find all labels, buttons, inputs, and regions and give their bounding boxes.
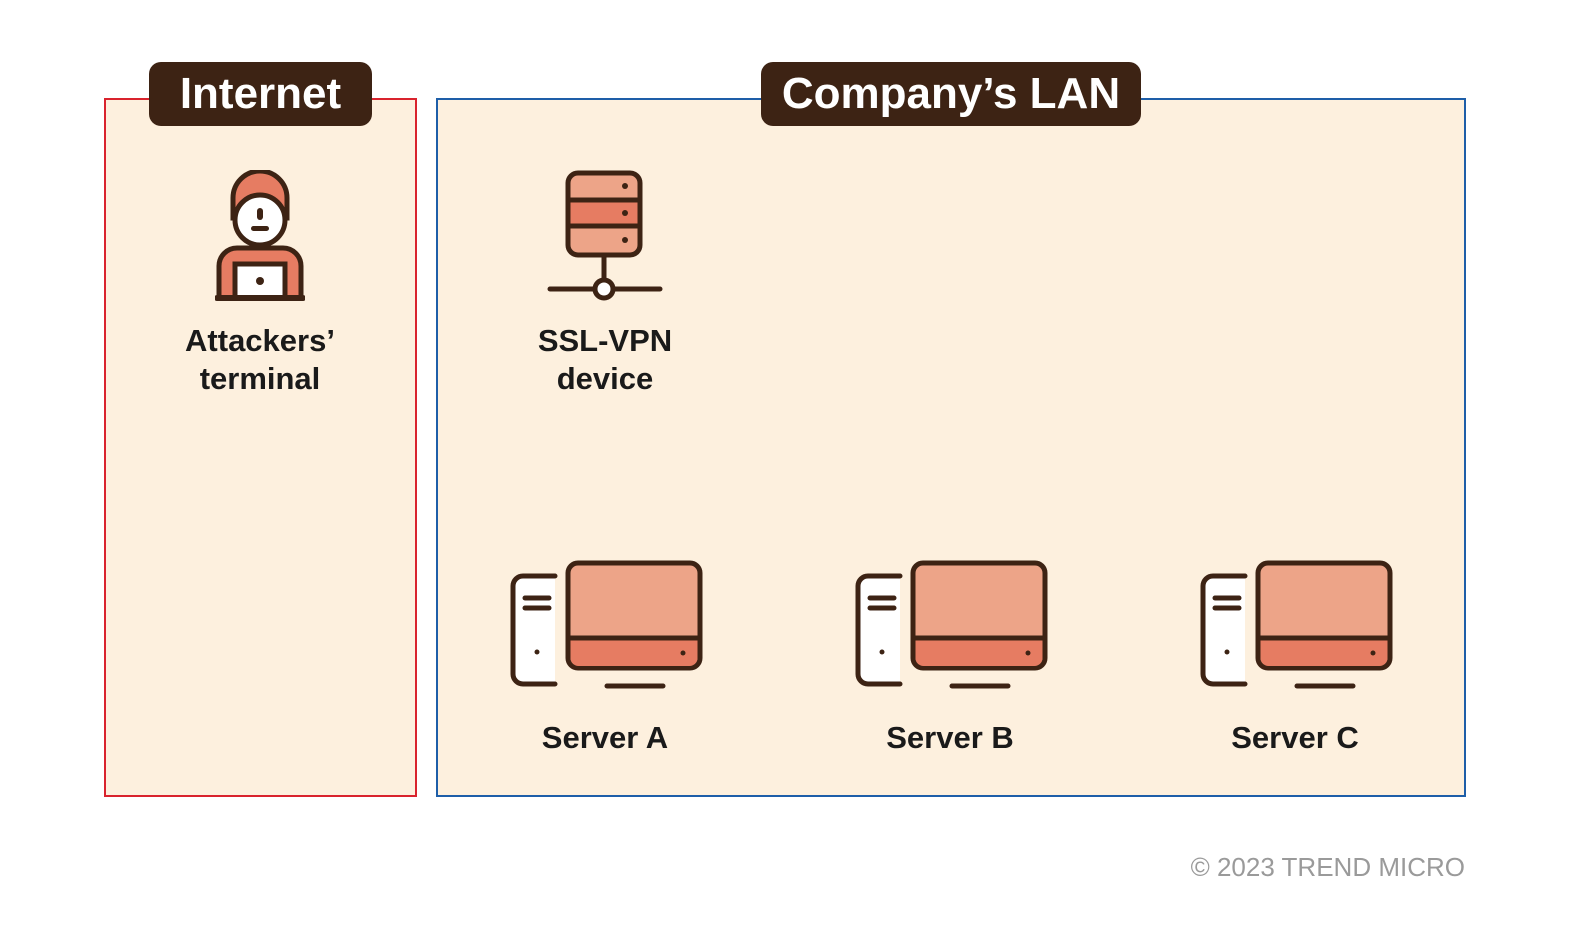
- internet-zone-title: Internet: [149, 62, 372, 126]
- server-a-node: Server A: [505, 560, 705, 757]
- server-network-icon: [505, 170, 705, 302]
- server-b-node: Server B: [850, 560, 1050, 757]
- attacker-node: Attackers’ terminal: [160, 170, 360, 398]
- copyright-notice: © 2023 TREND MICRO: [1190, 852, 1465, 882]
- server-c-label: Server C: [1231, 720, 1359, 755]
- server-b-label: Server B: [886, 720, 1014, 755]
- ssl-vpn-label-line2: device: [556, 361, 654, 396]
- company-lan-zone-title: Company’s LAN: [761, 62, 1141, 126]
- desktop-computer-icon: [1195, 560, 1395, 692]
- attacker-laptop-icon: [160, 170, 360, 302]
- ssl-vpn-node: SSL-VPN device: [505, 170, 705, 398]
- desktop-computer-icon: [850, 560, 1050, 692]
- attacker-label-line2: terminal: [199, 361, 321, 396]
- server-a-label: Server A: [541, 720, 669, 755]
- desktop-computer-icon: [505, 560, 705, 692]
- attacker-label-line1: Attackers’: [185, 323, 335, 358]
- ssl-vpn-label-line1: SSL-VPN: [537, 323, 673, 358]
- server-c-node: Server C: [1195, 560, 1395, 757]
